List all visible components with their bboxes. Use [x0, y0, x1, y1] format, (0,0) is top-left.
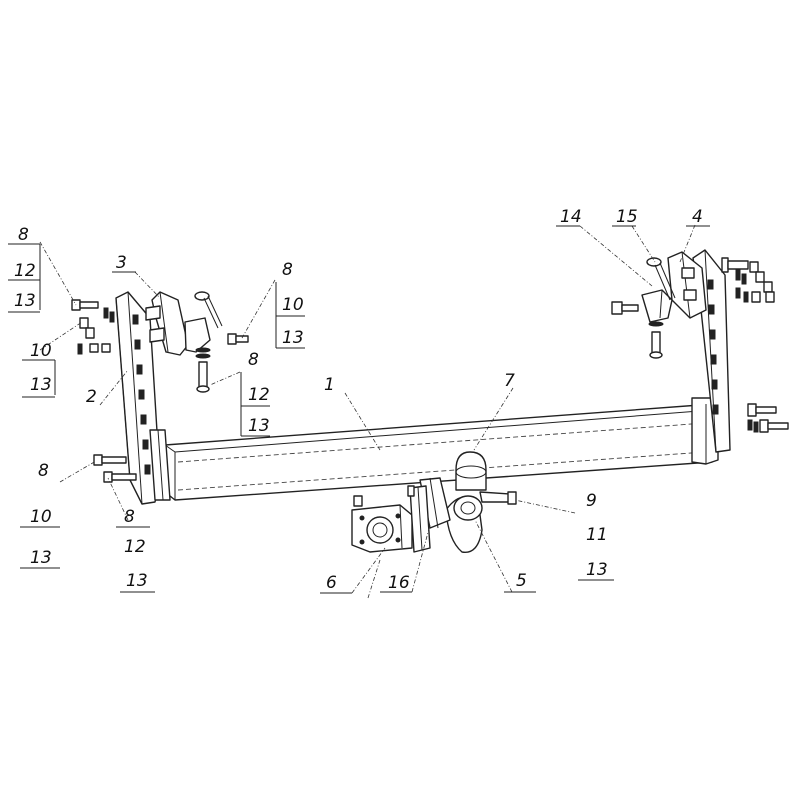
label-4: 4	[692, 207, 703, 227]
right-hardware	[721, 257, 789, 433]
stack-ml-1: 10	[30, 341, 52, 361]
stack-tl-1: 8	[18, 225, 29, 245]
label-5: 5	[516, 571, 527, 591]
label-2: 2	[86, 387, 97, 407]
stack-bla-2: 10	[30, 507, 52, 527]
label-14: 14	[560, 207, 582, 227]
stack-c-2: 12	[248, 385, 270, 405]
label-15: 15	[616, 207, 638, 227]
stack-blb-3: 13	[126, 571, 148, 591]
stack-br-2: 11	[586, 525, 608, 545]
label-16: 16	[388, 573, 410, 593]
label-3: 3	[116, 253, 127, 273]
stack-bla-1: 8	[38, 461, 49, 481]
stack-blb-2: 12	[124, 537, 146, 557]
left-clamp	[145, 291, 249, 393]
stack-tc-2: 10	[282, 295, 304, 315]
stack-ml-2: 13	[30, 375, 52, 395]
stack-br-1: 9	[586, 491, 597, 511]
stack-bla-3: 13	[30, 548, 52, 568]
label-6: 6	[326, 573, 337, 593]
stack-br-3: 13	[586, 560, 608, 580]
left-bracket	[115, 291, 171, 505]
right-clamp	[611, 257, 676, 359]
stack-blb-1: 8	[124, 507, 135, 527]
stack-tl-3: 13	[14, 291, 36, 311]
callout-labels: 1 2 3 4 5 6 7 16 14 15 8 12 13 10 13 8 1…	[14, 207, 703, 593]
leader-lines	[39, 224, 696, 599]
socket-assembly	[351, 485, 431, 553]
stack-tl-2: 12	[14, 261, 36, 281]
crossbar	[164, 397, 719, 501]
stack-tc-3: 13	[282, 328, 304, 348]
label-1: 1	[324, 375, 335, 395]
label-7: 7	[504, 371, 515, 391]
stack-brackets	[8, 225, 710, 594]
stack-tc-1: 8	[282, 260, 293, 280]
stack-c-3: 13	[248, 416, 270, 436]
stack-c-1: 8	[248, 350, 259, 370]
right-bracket	[667, 249, 731, 453]
